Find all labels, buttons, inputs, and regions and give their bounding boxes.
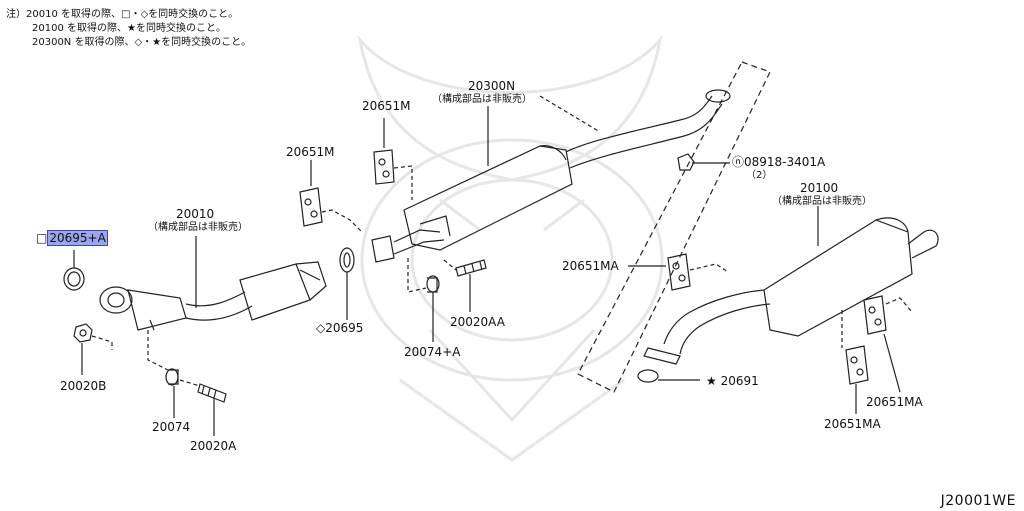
center-muffler-20300n <box>371 89 731 263</box>
hanger-20651ma-right <box>863 295 887 335</box>
label-08918-qty: （2） <box>746 170 773 181</box>
dash-20020aa <box>443 259 457 271</box>
gasket-ring-20695a <box>63 267 85 291</box>
note-line-1: 注）20010 を取得の際、□・◇を同時交換のこと。 <box>6 9 239 20</box>
dash-20074-guide <box>147 330 169 371</box>
diagram-code: J20001WE <box>940 493 1016 509</box>
nut-20074a <box>426 275 440 293</box>
dash-20020b <box>91 335 113 350</box>
bolt-08918 <box>677 153 695 171</box>
gasket-20695 <box>339 247 355 273</box>
label-20651ma-bottom[interactable]: 20651MA <box>824 417 881 431</box>
catalytic-converter-20010 <box>99 261 327 331</box>
nut-20020b <box>73 323 93 343</box>
hanger-20651ma-bottom <box>845 345 869 385</box>
notes-block: 注）20010 を取得の際、□・◇を同時交換のこと。 20100 を取得の際、★… <box>6 8 251 50</box>
bolt-20074 <box>165 368 179 386</box>
label-20020a[interactable]: 20020A <box>190 439 237 453</box>
label-20300n-sub: （構成部品は非販売） <box>432 94 532 105</box>
dash-20020a-guide <box>179 379 201 387</box>
dash-20651ma-right <box>885 297 913 313</box>
label-20020b[interactable]: 20020B <box>60 379 107 393</box>
hanger-20651m-top <box>373 149 395 185</box>
dash-box-center <box>577 61 771 393</box>
label-20695[interactable]: ◇20695 <box>316 321 364 335</box>
label-20651ma-right[interactable]: 20651MA <box>866 395 923 409</box>
label-20100-sub: （構成部品は非販売） <box>772 196 872 207</box>
label-20020aa[interactable]: 20020AA <box>450 315 505 329</box>
dash-box-top <box>539 95 601 133</box>
gasket-20691 <box>637 369 659 383</box>
label-20010-sub: （構成部品は非販売） <box>148 222 248 233</box>
hanger-20651ma-left <box>667 253 691 291</box>
main-muffler-20100 <box>643 217 939 365</box>
stud-20020a <box>197 383 227 403</box>
note-line-2: 20100 を取得の際、★を同時交換のこと。 <box>32 23 226 34</box>
label-20300n[interactable]: 20300N <box>468 79 516 93</box>
label-20651ma-left[interactable]: 20651MA <box>562 259 619 273</box>
label-20695a[interactable]: □20695+A <box>36 230 108 246</box>
label-20695a-text: 20695+A <box>47 230 108 246</box>
label-20074[interactable]: 20074 <box>152 420 191 434</box>
watermark-emblem <box>357 34 664 462</box>
label-20691[interactable]: ★ 20691 <box>706 374 759 388</box>
label-20651m-top[interactable]: 20651M <box>362 99 411 113</box>
stud-20020aa <box>455 259 487 277</box>
label-20010[interactable]: 20010 <box>176 208 214 220</box>
label-20010-number: 20010 <box>176 207 215 221</box>
note-line-3: 20300N を取得の際、◇・★を同時交換のこと。 <box>32 37 252 48</box>
label-20100[interactable]: 20100 <box>800 181 839 195</box>
dash-20651ma-left <box>689 263 729 273</box>
dash-hanger-left <box>321 209 363 233</box>
hanger-20651m-left <box>299 187 323 227</box>
leader-20651ma-right <box>883 333 901 393</box>
label-20651m-left[interactable]: 20651M <box>286 145 335 159</box>
label-20695a-mark: □ <box>36 231 48 245</box>
label-08918[interactable]: ⓝ08918-3401A <box>732 155 826 169</box>
label-20074a[interactable]: 20074+A <box>404 345 461 359</box>
